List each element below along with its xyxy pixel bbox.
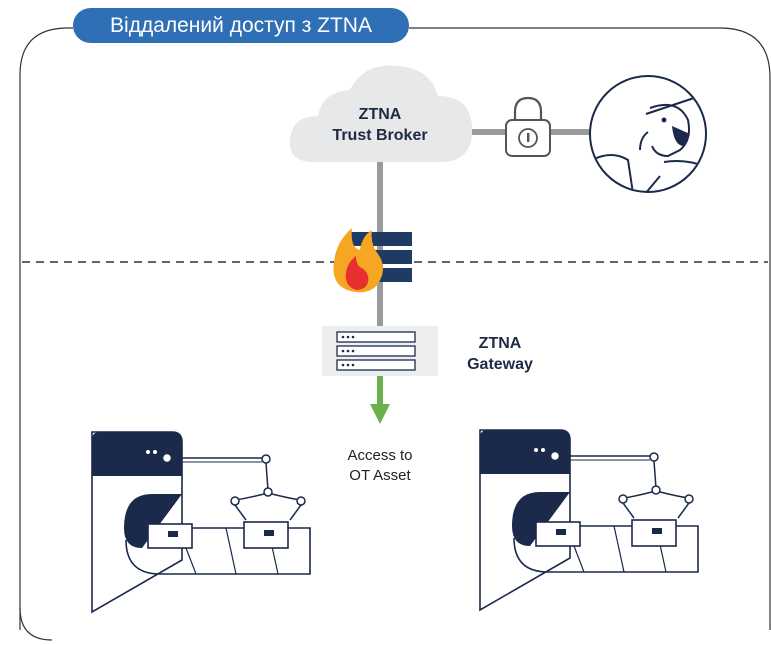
frame-bottom <box>19 607 53 641</box>
access-label: Access to OT Asset <box>320 446 440 486</box>
trust-broker-label-line1: ZTNA <box>358 106 402 123</box>
gateway-label: ZTNA Gateway <box>445 333 555 375</box>
industrial-robot-icon-right <box>479 429 699 612</box>
gateway-label-line1: ZTNA <box>478 335 522 352</box>
frame-border <box>19 27 771 630</box>
arrow-down-icon <box>370 376 390 424</box>
industrial-robot-icon-left <box>91 431 311 614</box>
access-label-line2: OT Asset <box>349 467 411 484</box>
trust-broker-label: ZTNA Trust Broker <box>315 104 445 146</box>
gateway-label-line2: Gateway <box>467 356 533 373</box>
trust-broker-label-line2: Trust Broker <box>332 127 428 144</box>
firewall-icon <box>333 228 412 293</box>
remote-user-icon <box>589 75 707 193</box>
cloud-icon <box>289 65 473 162</box>
access-label-line1: Access to <box>347 447 413 464</box>
padlock-icon <box>505 96 551 157</box>
gateway-server-icon <box>322 326 438 376</box>
diagram-title: Віддалений доступ з ZTNA <box>73 8 409 43</box>
